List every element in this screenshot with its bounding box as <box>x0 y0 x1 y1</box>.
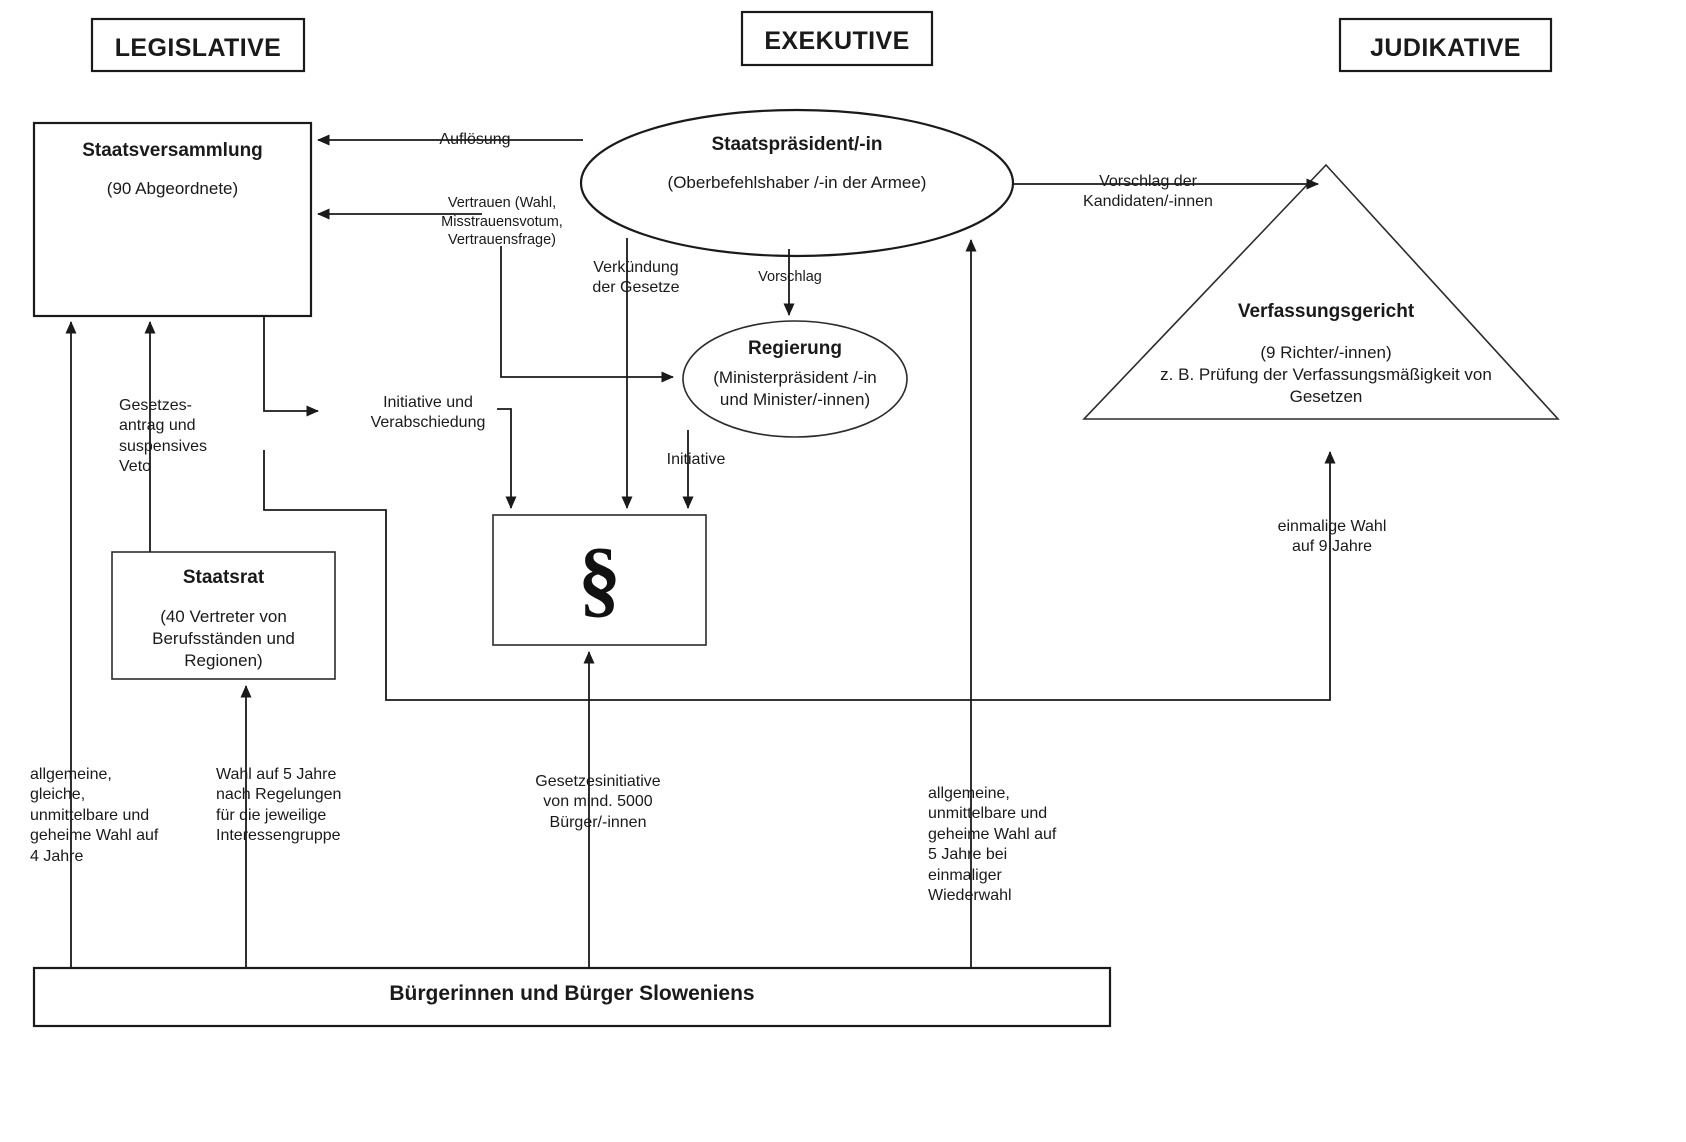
node-sub-staatsrat: (40 Vertreter von Berufsständen und Regi… <box>152 607 295 670</box>
header-box-exekutive <box>740 10 934 67</box>
edge-label-initiative: Initiative <box>666 451 726 468</box>
edge-label-wahl-staatsversammlung: allgemeine, gleiche, unmittelbare und ge… <box>30 766 159 865</box>
node-box-staatsversammlung <box>32 121 313 318</box>
edge-initiative-verabschiedung-down <box>497 408 517 510</box>
node-ellipse-regierung <box>682 320 908 438</box>
edge-label-initiative-verabschiedung: Initiative und Verabschiedung <box>370 394 486 432</box>
node-title-staatsversammlung: Staatsversammlung <box>82 140 263 161</box>
node-glyph-gesetze: § <box>578 530 621 626</box>
node-box-staatsrat <box>111 551 336 680</box>
edge-label-aufloesung: Auflösung <box>439 131 511 148</box>
node-sub-verfassungsgericht: (9 Richter/-innen) z. B. Prüfung der Ver… <box>1160 343 1492 406</box>
edge-label-gesetzesantrag-veto: Gesetzes- antrag und suspensives Veto <box>119 397 208 476</box>
header-label-legislative: LEGISLATIVE <box>114 34 282 62</box>
node-title-staatsrat: Staatsrat <box>182 567 265 588</box>
node-title-verfassungsgericht: Verfassungsgericht <box>1237 301 1415 322</box>
header-box-judikative <box>1338 17 1553 73</box>
edge-label-wahl-staatsrat: Wahl auf 5 Jahre nach Regelungen für die… <box>216 766 342 845</box>
edge-label-vertrauen: Vertrauen (Wahl, Misstrauensvotum, Vertr… <box>441 195 563 249</box>
node-sub-staatspraesident: (Oberbefehlshaber /-in der Armee) <box>667 173 927 192</box>
edge-gesetze-to-verfassungsgericht <box>263 450 1336 701</box>
header-label-judikative: JUDIKATIVE <box>1370 34 1521 62</box>
node-sub-regierung: (Ministerpräsident /-in und Minister/-in… <box>713 368 877 409</box>
node-title-staatspraesident: Staatspräsident/-in <box>711 134 883 155</box>
edge-label-vorschlag: Vorschlag <box>758 269 822 285</box>
edge-initiative-verabschiedung <box>263 316 320 417</box>
node-box-gesetze <box>492 514 707 646</box>
node-box-buerger <box>32 966 1112 1028</box>
node-ellipse-staatspraesident <box>579 108 1015 258</box>
edge-label-verkuendung-der-gesetze: Verkündung der Gesetze <box>592 259 680 297</box>
header-label-exekutive: EXEKUTIVE <box>764 27 910 55</box>
edge-vertrauen-riser <box>500 246 675 383</box>
edge-label-einmalige-wahl: einmalige Wahl auf 9 Jahre <box>1277 518 1387 556</box>
node-sub-staatsversammlung: (90 Abgeordnete) <box>106 179 239 198</box>
node-triangle-verfassungsgericht <box>1082 163 1560 420</box>
node-title-buerger: Bürgerinnen und Bürger Sloweniens <box>389 982 755 1005</box>
edge-label-vorschlag-kandidaten: Vorschlag der Kandidaten/-innen <box>1083 173 1213 211</box>
edge-label-gesetzesinitiative: Gesetzesinitiative von mind. 5000 Bürger… <box>535 773 661 831</box>
edge-label-wahl-praesident: allgemeine, unmittelbare und geheime Wah… <box>928 785 1057 905</box>
node-title-regierung: Regierung <box>748 338 842 359</box>
header-box-legislative <box>90 17 306 73</box>
